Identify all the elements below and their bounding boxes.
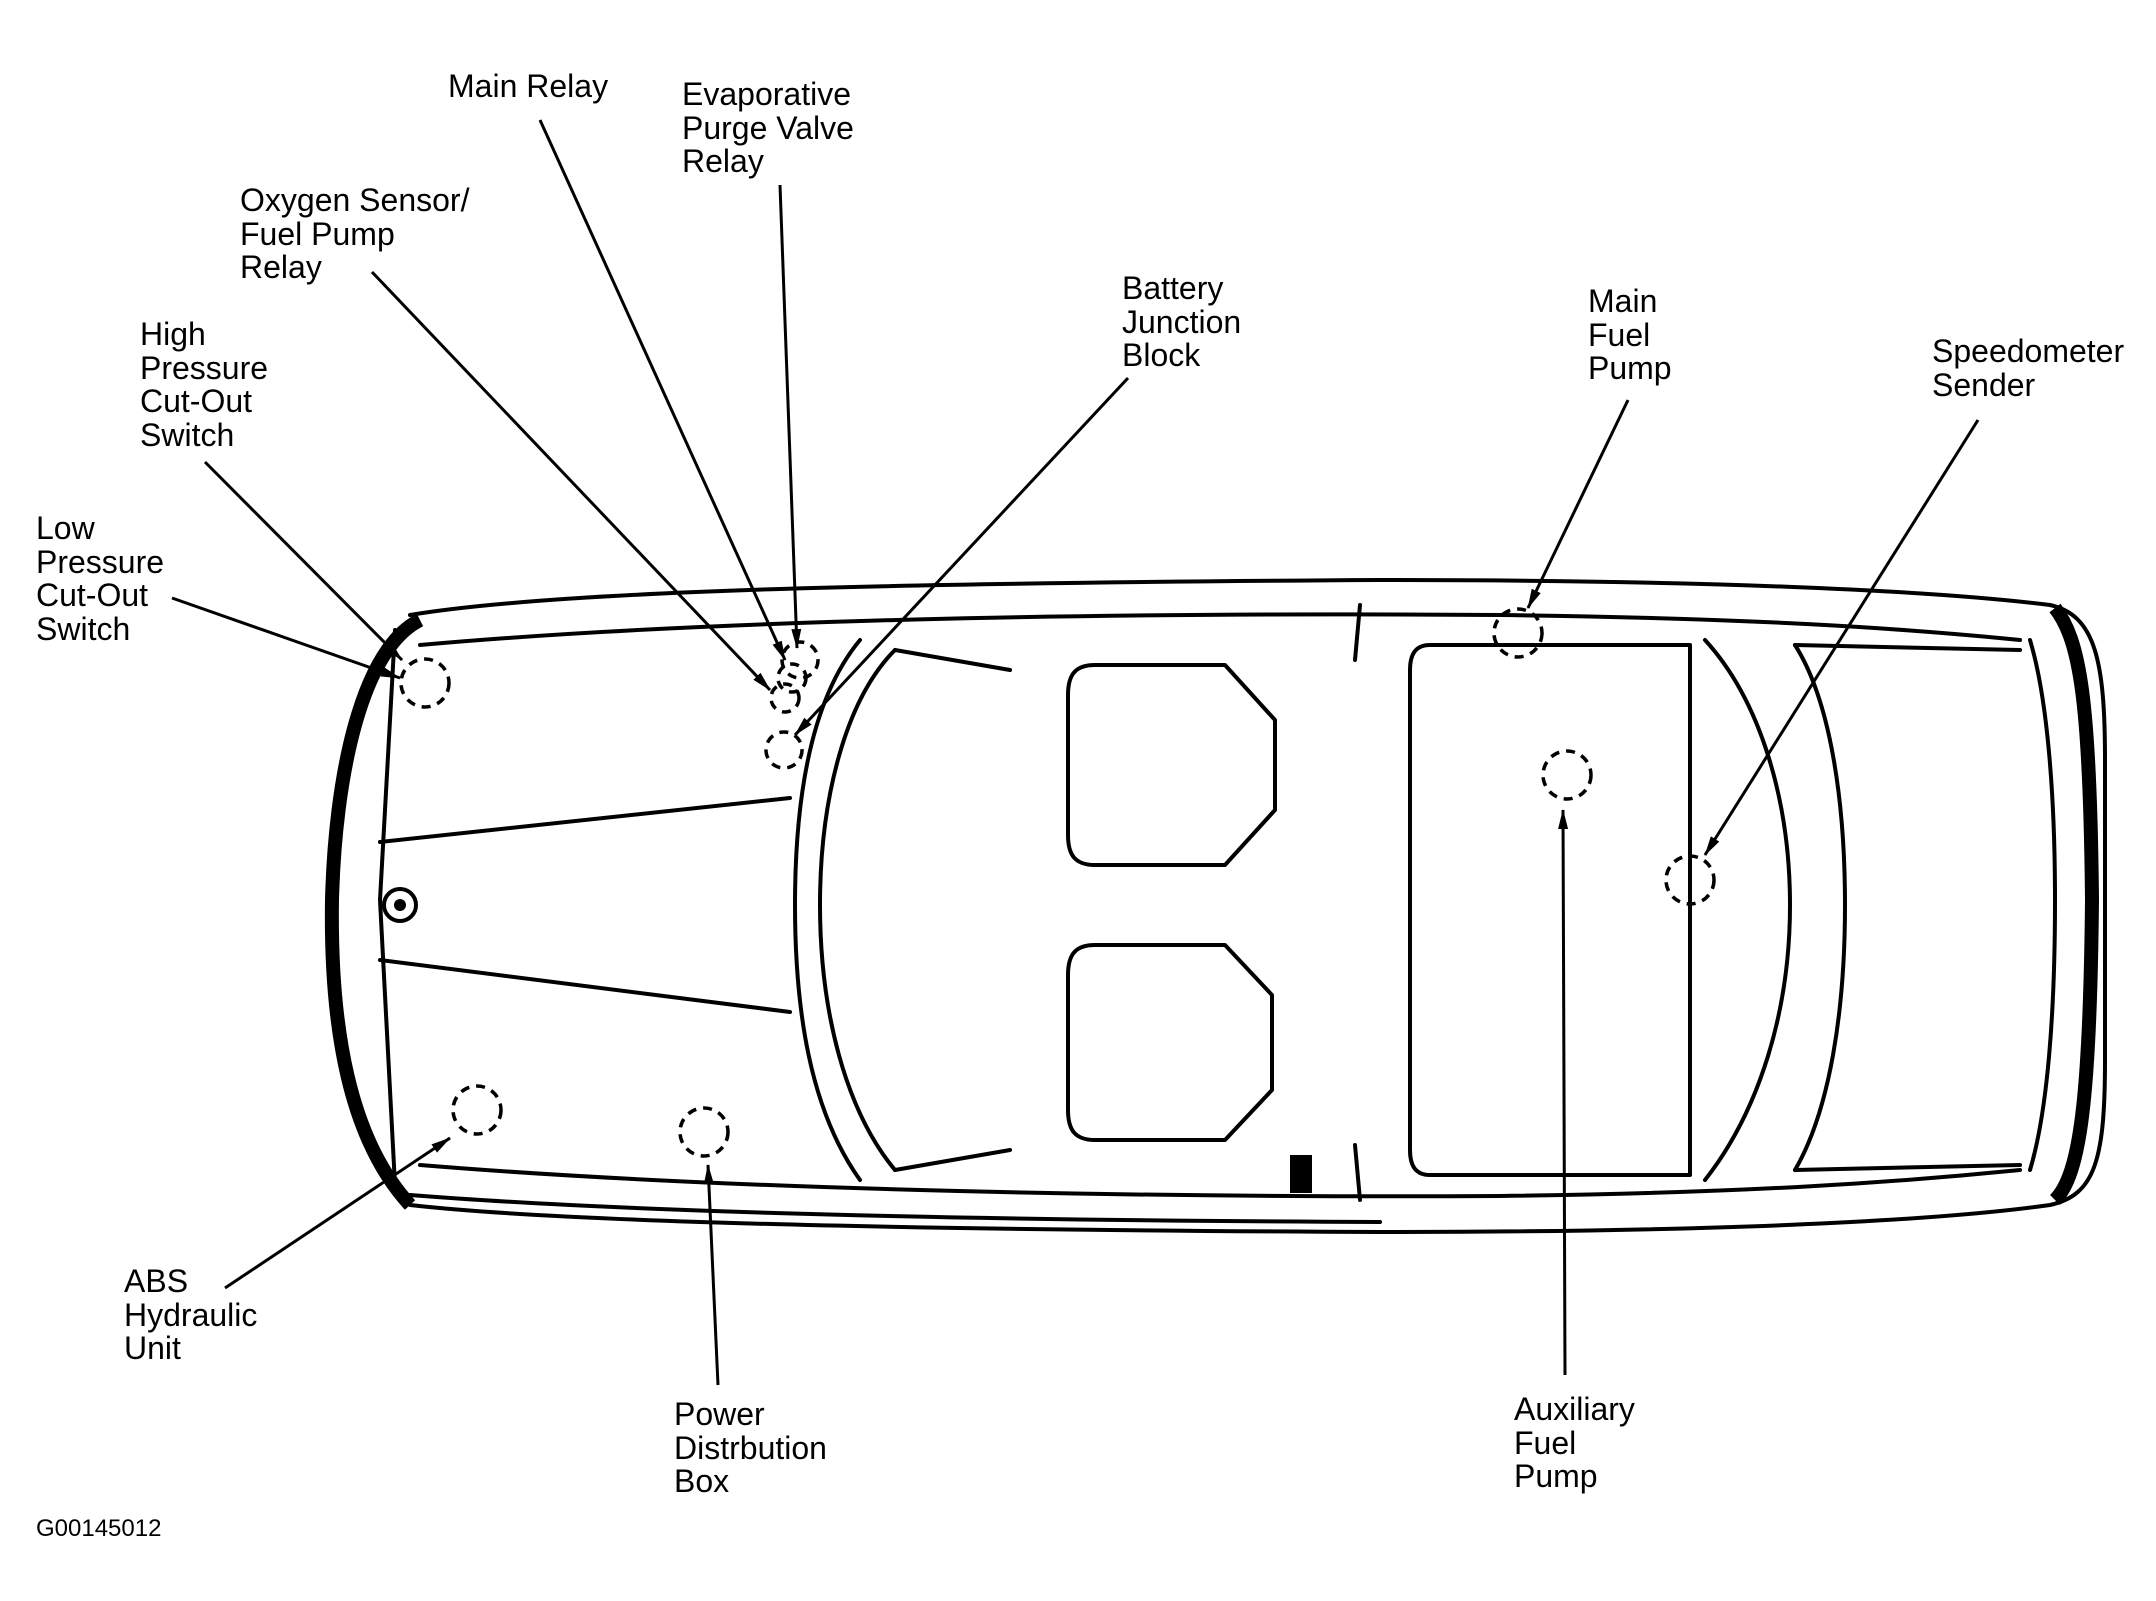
location-abs-hydraulic-unit <box>451 1084 503 1136</box>
leader-lines <box>171 119 1980 1386</box>
location-speedometer-sender <box>1664 854 1716 906</box>
vehicle-outline <box>324 578 2107 1234</box>
leader-high-pressure <box>203 460 404 662</box>
leader-power-dist <box>703 1164 720 1386</box>
label-auxiliary-fuel-pump: Auxiliary Fuel Pump <box>1514 1391 1635 1494</box>
label-abs-hydraulic-unit: ABS Hydraulic Unit <box>124 1263 258 1366</box>
cabin <box>793 603 1362 1202</box>
location-main-relay <box>776 662 808 694</box>
label-main-relay: Main Relay <box>448 68 609 104</box>
rear-cargo <box>1408 638 2022 1182</box>
leader-oxygen-sensor <box>370 270 772 692</box>
leader-abs <box>224 1136 451 1290</box>
leader-main-fuel-pump <box>1526 399 1630 609</box>
leader-evap-purge <box>778 184 802 649</box>
figure-code: G00145012 <box>36 1515 162 1542</box>
label-main-fuel-pump: Main Fuel Pump <box>1588 283 1672 386</box>
leader-battery-junction <box>793 376 1130 737</box>
leader-main-relay <box>538 119 787 661</box>
location-low-pressure-switch <box>399 657 451 709</box>
label-battery-junction-block: Battery Junction Block <box>1122 270 1242 373</box>
leader-low-pressure <box>171 596 401 680</box>
label-high-pressure-cut-out-switch: High Pressure Cut-Out Switch <box>140 316 269 453</box>
label-low-pressure-cut-out-switch: Low Pressure Cut-Out Switch <box>36 510 165 647</box>
label-evaporative-purge-valve-relay: Evaporative Purge Valve Relay <box>682 76 854 179</box>
leader-aux-fuel-pump <box>1558 809 1569 1376</box>
location-evap-purge-relay <box>780 640 820 680</box>
label-oxygen-sensor-fuel-pump-relay: Oxygen Sensor/ Fuel Pump Relay <box>240 182 470 285</box>
location-auxiliary-fuel-pump <box>1541 749 1593 801</box>
label-power-distribution-box: Power Distrbution Box <box>674 1396 827 1499</box>
seats <box>1066 663 1312 1193</box>
location-main-fuel-pump <box>1492 607 1544 659</box>
label-speedometer-sender: Speedometer Sender <box>1932 333 2125 403</box>
leader-speedometer <box>1703 419 1980 856</box>
location-oxygen-sensor-relay <box>769 682 801 714</box>
location-power-distribution-box <box>678 1106 730 1158</box>
location-battery-junction-block <box>764 730 804 770</box>
hood <box>378 796 792 1014</box>
component-locations <box>399 607 1716 1158</box>
